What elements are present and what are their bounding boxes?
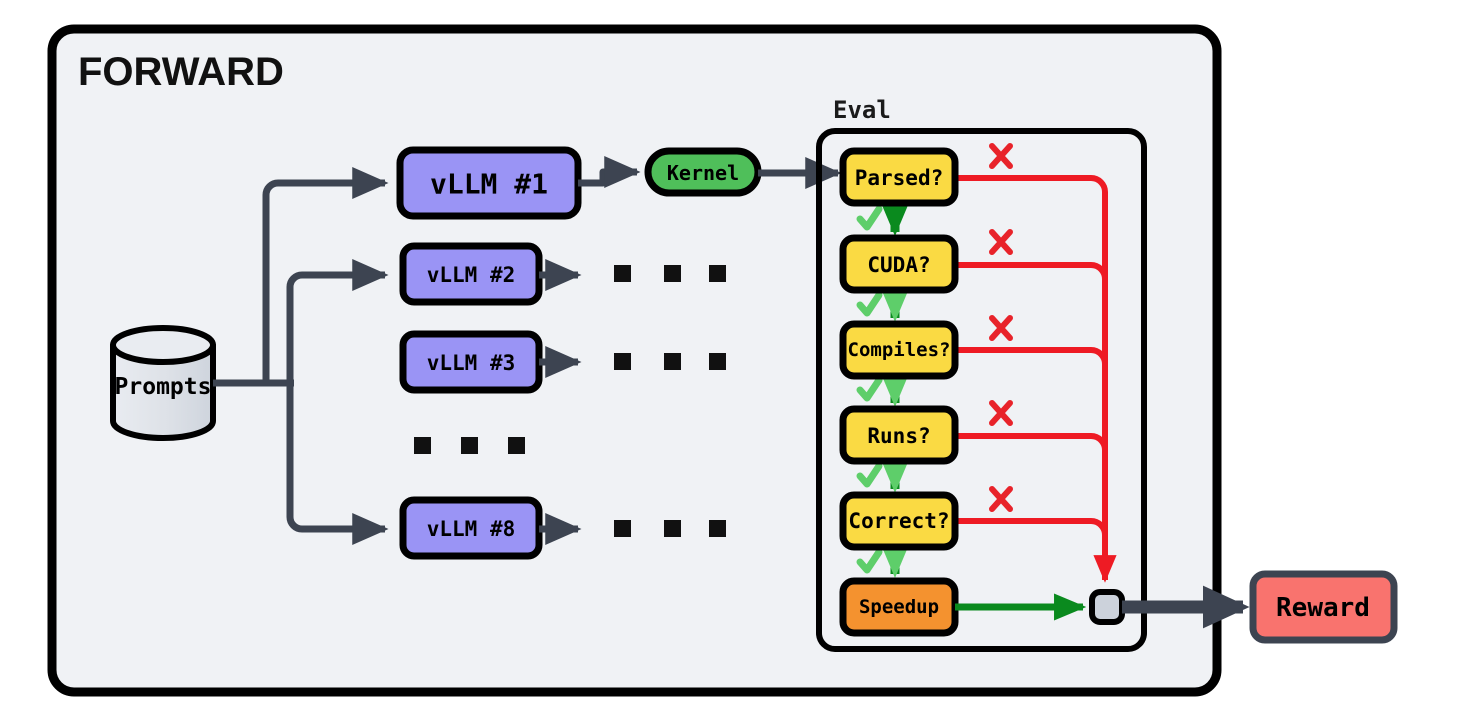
check-mark-icon — [856, 291, 883, 317]
fail-marker-group — [989, 143, 1013, 512]
eval-stage-label: Compiles? — [848, 339, 951, 361]
merge-junction — [1089, 589, 1125, 625]
reward-node[interactable]: Reward — [1249, 570, 1398, 644]
prompts-fanout-edges — [213, 166, 389, 546]
eval-stage-label: Correct? — [848, 509, 949, 533]
prompts-datastore: Prompts — [110, 325, 216, 441]
eval-stage-parsed[interactable]: Parsed? — [839, 147, 959, 207]
page-title: FORWARD — [78, 50, 284, 94]
worker-node-8[interactable]: vLLM #8 — [399, 496, 543, 560]
worker-label-8: vLLM #8 — [427, 517, 516, 541]
worker-label-3: vLLM #3 — [427, 351, 516, 375]
workers-vertical-ellipsis — [414, 437, 525, 454]
check-mark-icon — [856, 462, 883, 488]
fail-edges — [955, 175, 1117, 583]
cross-mark-icon — [989, 315, 1013, 341]
cross-mark-icon — [989, 143, 1013, 169]
pass-marker-group — [856, 205, 883, 574]
cross-mark-icon — [989, 486, 1013, 512]
worker3-ellipsis — [614, 353, 726, 370]
worker-node-1[interactable]: vLLM #1 — [396, 146, 582, 220]
eval-stage-compiles[interactable]: Compiles? — [839, 320, 959, 380]
check-mark-icon — [856, 548, 883, 574]
eval-stage-runs[interactable]: Runs? — [839, 405, 959, 465]
eval-group-title: Eval — [833, 96, 891, 124]
worker1-to-kernel-edge — [578, 155, 641, 189]
worker-label-2: vLLM #2 — [427, 263, 516, 287]
eval-stage-label: CUDA? — [867, 253, 930, 277]
eval-stage-correct[interactable]: Correct? — [839, 491, 959, 551]
kernel-label: Kernel — [667, 161, 739, 185]
eval-stage-speedup[interactable]: Speedup — [839, 577, 959, 637]
eval-group-container — [816, 128, 1147, 652]
worker-node-2[interactable]: vLLM #2 — [399, 242, 543, 306]
check-mark-icon — [856, 205, 883, 231]
eval-stage-label: Parsed? — [855, 166, 944, 190]
cross-mark-icon — [989, 229, 1013, 255]
worker-label-1: vLLM #1 — [430, 168, 548, 201]
eval-stage-cuda[interactable]: CUDA? — [839, 234, 959, 294]
cross-mark-icon — [989, 400, 1013, 426]
worker8-ellipsis — [614, 520, 726, 537]
worker2-ellipsis — [614, 265, 726, 282]
eval-stage-label: Runs? — [867, 424, 930, 448]
eval-stage-label: Speedup — [859, 596, 939, 618]
prompts-label: Prompts — [115, 374, 212, 400]
worker-node-3[interactable]: vLLM #3 — [399, 330, 543, 394]
kernel-node[interactable]: Kernel — [644, 147, 762, 197]
check-mark-icon — [856, 376, 883, 402]
reward-label: Reward — [1276, 593, 1370, 623]
